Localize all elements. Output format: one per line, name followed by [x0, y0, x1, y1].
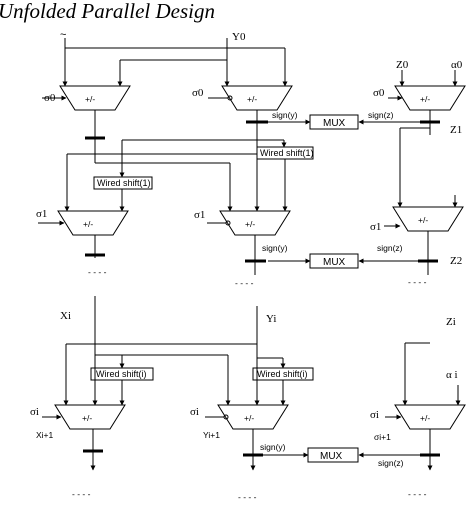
z-adder-stage0	[394, 85, 466, 111]
label-y0: Y0	[232, 31, 246, 43]
mux-stage-i	[307, 447, 359, 463]
label-xi: Xi	[60, 310, 71, 322]
label-sign-y-1: sign(y)	[262, 243, 288, 253]
label-mux-0: MUX	[323, 118, 346, 129]
label-yi1: Yi+1	[203, 430, 220, 440]
label-sign-y-0: sign(y)	[272, 110, 298, 120]
x-adder-stage-i	[54, 404, 126, 430]
label-wired-shift-1-y: Wired shift(1)	[260, 148, 314, 158]
y-adder-stage0	[221, 85, 293, 111]
x-adder-stage1	[57, 210, 129, 236]
label-wired-shift-i-y: Wired shift(i)	[257, 369, 308, 379]
label-alpha0: α0	[451, 59, 463, 71]
label-pm-xi: +/-	[82, 413, 92, 423]
z-adder-stage1	[392, 206, 464, 232]
label-wired-shift-1-x: Wired shift(1)	[97, 178, 151, 188]
wired-shift-1-x-box	[93, 176, 153, 190]
label-alpha-i: α i	[446, 369, 458, 381]
label-sigma0-z: σ0	[373, 87, 385, 99]
label-sigma-i-y: σi	[190, 406, 199, 418]
sigma1-y-inverter	[225, 220, 231, 226]
label-pm-y0: +/-	[247, 94, 257, 104]
label-sign-z-1: sign(z)	[377, 243, 403, 253]
diagram-title: Unfolded Parallel Design	[0, 0, 215, 23]
label-z1: Z1	[450, 124, 462, 136]
sigma-i-y-inverter	[223, 414, 229, 420]
dashes-x1: - - - -	[88, 267, 107, 277]
label-z0: Z0	[396, 59, 409, 71]
label-wired-shift-i-x: Wired shift(i)	[96, 369, 147, 379]
label-zi: Zi	[446, 316, 456, 328]
label-x0: ~	[60, 29, 66, 41]
label-mux-1: MUX	[323, 257, 346, 268]
dashes-z1: - - - -	[408, 277, 427, 287]
y-adder-stage1	[219, 210, 291, 236]
label-sigma-i-z: σi	[370, 409, 379, 421]
label-pm-z0: +/-	[420, 94, 430, 104]
dashes-xi: - - - -	[72, 489, 91, 499]
label-pm-zi: +/-	[420, 413, 430, 423]
label-sigma-i1: σi+1	[374, 432, 391, 442]
sigma0-y-inverter	[227, 95, 233, 101]
label-sign-y-i: sign(y)	[260, 442, 286, 452]
dashes-y1: - - - -	[235, 278, 254, 288]
dashes-zi: - - - -	[408, 489, 427, 499]
z-adder-stage-i	[394, 404, 466, 430]
label-sigma1-x: σ1	[36, 208, 47, 220]
label-sign-z-i: sign(z)	[378, 458, 404, 468]
label-pm-y1: +/-	[245, 219, 255, 229]
label-z2: Z2	[450, 255, 462, 267]
label-sigma1-y: σ1	[194, 209, 205, 221]
label-sign-z-0: sign(z)	[368, 110, 394, 120]
label-yi: Yi	[266, 313, 276, 325]
label-pm-x1: +/-	[83, 219, 93, 229]
y-adder-stage-i	[217, 404, 289, 430]
label-sigma1-z: σ1	[370, 221, 381, 233]
label-sigma0-y: σ0	[192, 87, 204, 99]
label-pm-yi: +/-	[244, 413, 254, 423]
dashes-yi: - - - -	[238, 492, 257, 502]
label-mux-i: MUX	[320, 451, 343, 462]
label-sigma0-x: σ0	[44, 92, 56, 104]
mux-stage0	[309, 114, 359, 130]
label-xi1: Xi+1	[36, 430, 54, 440]
label-pm-z1: +/-	[418, 215, 428, 225]
mux-stage1	[309, 253, 359, 269]
label-pm-x0: +/-	[85, 94, 95, 104]
label-sigma-i-x: σi	[30, 406, 39, 418]
x-adder-stage0	[59, 85, 131, 111]
